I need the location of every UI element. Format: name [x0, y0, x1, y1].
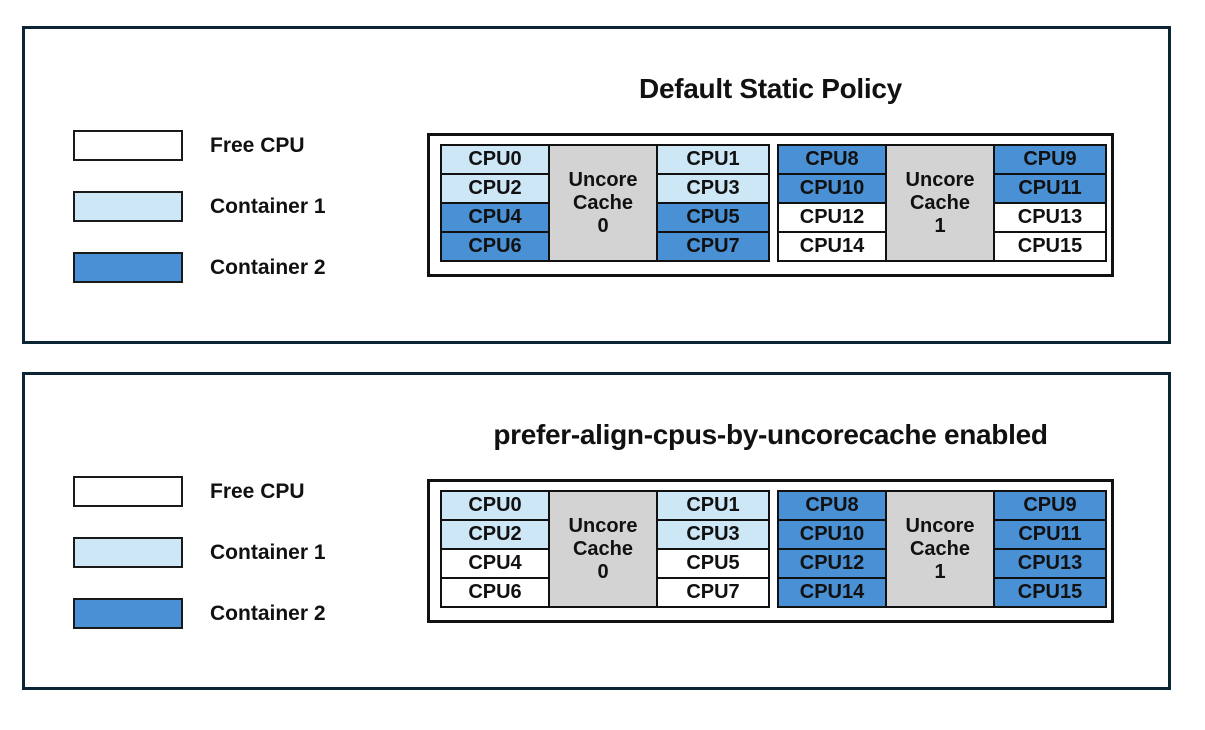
legend-swatch-free-cpu [73, 476, 183, 507]
uncore-cache-1-group: CPU8 CPU10 CPU12 CPU14 Uncore Cache 1 CP… [777, 490, 1107, 608]
cpu-cell: CPU11 [995, 175, 1105, 202]
legend-swatch-container-1 [73, 537, 183, 568]
uncore-cache-cell: Uncore Cache 0 [550, 492, 656, 606]
cpu-cell: CPU9 [995, 492, 1105, 519]
cpu-cell: CPU1 [658, 146, 768, 173]
cpu-cell: CPU8 [779, 492, 885, 519]
cpu-cell: CPU0 [442, 492, 548, 519]
cpu-cell: CPU13 [995, 204, 1105, 231]
cpu-cell: CPU2 [442, 175, 548, 202]
legend-swatch-container-1 [73, 191, 183, 222]
cpu-cell: CPU14 [779, 579, 885, 606]
cpu-cell: CPU2 [442, 521, 548, 548]
cpu-cell: CPU1 [658, 492, 768, 519]
cpu-cell: CPU4 [442, 550, 548, 577]
cpu-cell: CPU13 [995, 550, 1105, 577]
legend-item-container-1: Container 1 [73, 537, 326, 568]
cpu-cell: CPU12 [779, 204, 885, 231]
legend-label-free-cpu: Free CPU [210, 480, 305, 503]
uncore-cache-0-group: CPU0 CPU2 CPU4 CPU6 Uncore Cache 0 CPU1 … [440, 144, 770, 262]
legend-item-container-1: Container 1 [73, 191, 326, 222]
cpu-cell: CPU6 [442, 233, 548, 260]
cpu-cell: CPU9 [995, 146, 1105, 173]
uncore-cache-cell: Uncore Cache 1 [887, 146, 993, 260]
legend-label-container-1: Container 1 [210, 195, 326, 218]
legend-swatch-container-2 [73, 598, 183, 629]
legend-swatch-free-cpu [73, 130, 183, 161]
cpu-topology-diagram: CPU0 CPU2 CPU4 CPU6 Uncore Cache 0 CPU1 … [427, 479, 1114, 623]
cpu-cell: CPU10 [779, 521, 885, 548]
uncore-cache-0-group: CPU0 CPU2 CPU4 CPU6 Uncore Cache 0 CPU1 … [440, 490, 770, 608]
panel-title-default-static-policy: Default Static Policy [639, 73, 902, 104]
uncore-cache-1-group: CPU8 CPU10 CPU12 CPU14 Uncore Cache 1 CP… [777, 144, 1107, 262]
cpu-cell: CPU7 [658, 579, 768, 606]
legend-swatch-container-2 [73, 252, 183, 283]
legend-item-free-cpu: Free CPU [73, 130, 305, 161]
cpu-cell: CPU15 [995, 579, 1105, 606]
cpu-cell: CPU6 [442, 579, 548, 606]
legend-item-free-cpu: Free CPU [73, 476, 305, 507]
cpu-cell: CPU0 [442, 146, 548, 173]
cpu-cell: CPU15 [995, 233, 1105, 260]
panel-prefer-align-uncorecache: prefer-align-cpus-by-uncorecache enabled… [22, 372, 1171, 690]
cpu-cell: CPU11 [995, 521, 1105, 548]
uncore-cache-cell: Uncore Cache 1 [887, 492, 993, 606]
cpu-cell: CPU7 [658, 233, 768, 260]
cpu-cell: CPU4 [442, 204, 548, 231]
legend-label-container-2: Container 2 [210, 602, 326, 625]
cpu-cell: CPU10 [779, 175, 885, 202]
legend-label-container-2: Container 2 [210, 256, 326, 279]
legend-item-container-2: Container 2 [73, 252, 326, 283]
legend-label-container-1: Container 1 [210, 541, 326, 564]
cpu-cell: CPU3 [658, 521, 768, 548]
legend-label-free-cpu: Free CPU [210, 134, 305, 157]
panel-default-static-policy: Default Static Policy Free CPU Container… [22, 26, 1171, 344]
cpu-cell: CPU5 [658, 550, 768, 577]
panel-title-prefer-align-uncorecache: prefer-align-cpus-by-uncorecache enabled [493, 419, 1048, 450]
cpu-cell: CPU8 [779, 146, 885, 173]
cpu-cell: CPU5 [658, 204, 768, 231]
cpu-topology-diagram: CPU0 CPU2 CPU4 CPU6 Uncore Cache 0 CPU1 … [427, 133, 1114, 277]
legend-item-container-2: Container 2 [73, 598, 326, 629]
cpu-cell: CPU3 [658, 175, 768, 202]
uncore-cache-cell: Uncore Cache 0 [550, 146, 656, 260]
cpu-cell: CPU12 [779, 550, 885, 577]
cpu-cell: CPU14 [779, 233, 885, 260]
